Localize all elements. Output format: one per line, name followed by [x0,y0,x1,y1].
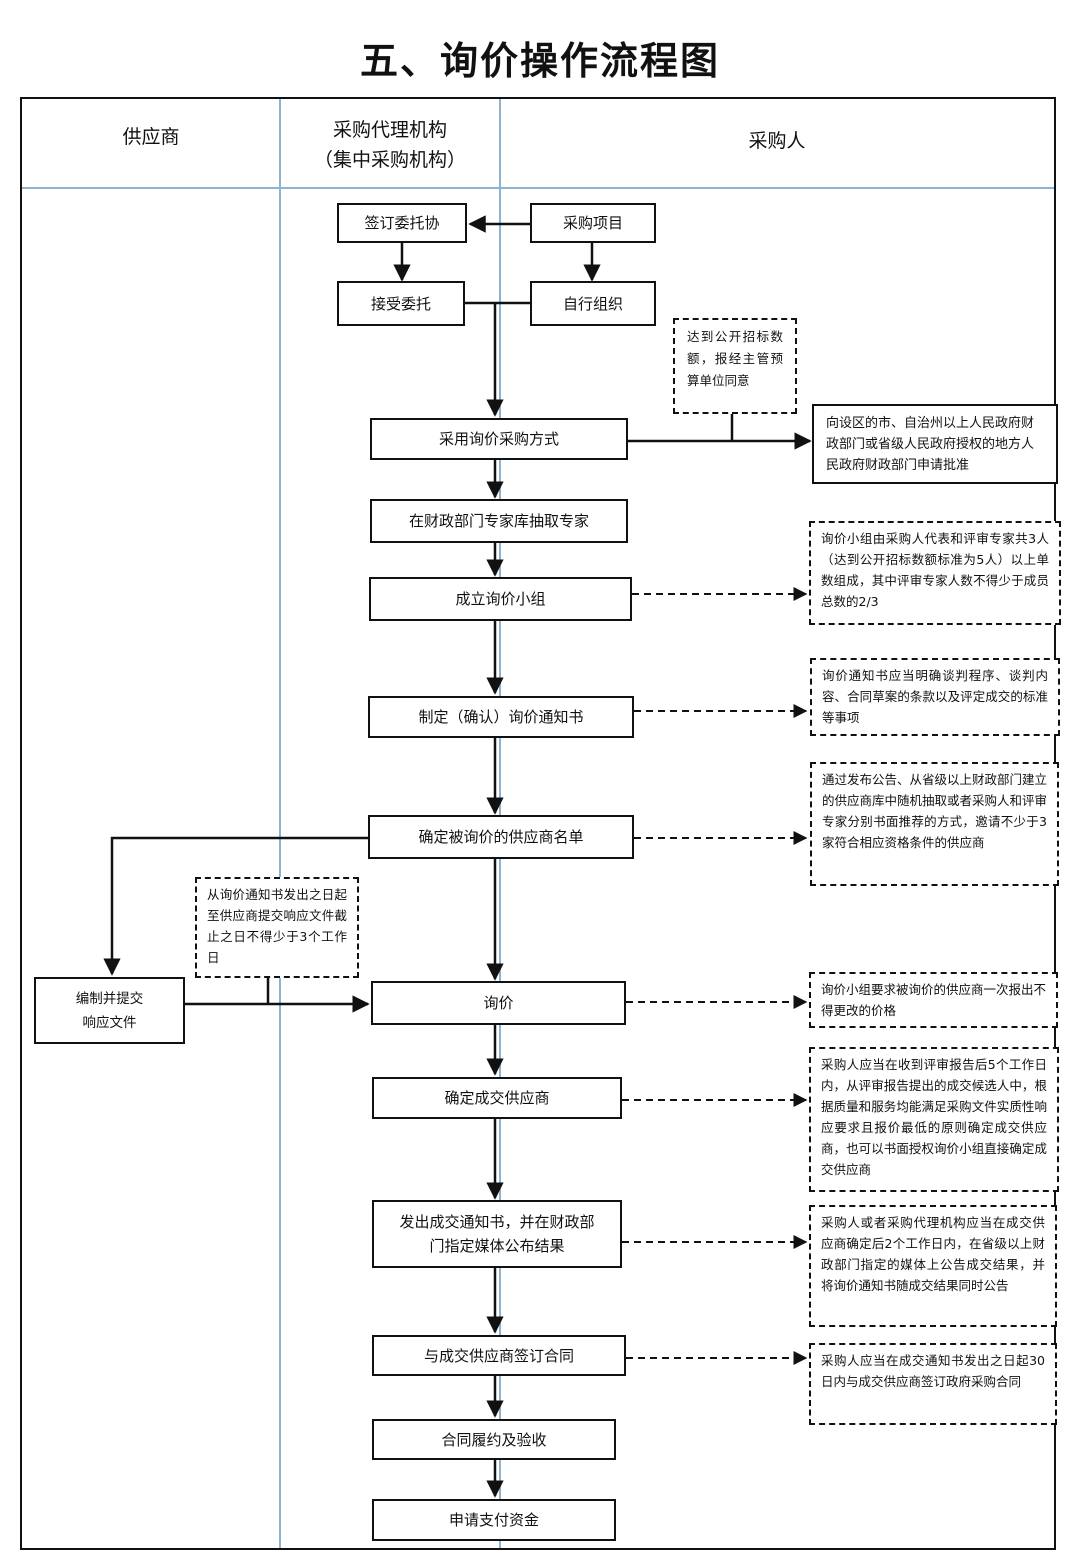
purchase-project-box: 采购项目 [530,203,656,243]
prepare-docs-line1: 编制并提交 [75,990,144,1007]
apply-approval-box: 向设区的市、自治州以上人民政府财政部门或省级人民政府授权的地方人民政府财政部门申… [812,404,1058,484]
confirm-rule-note: 采购人应当在收到评审报告后5个工作日内，从评审报告提出的成交候选人中，根据质量和… [809,1047,1059,1192]
sign-contract-box: 与成交供应商签订合同 [372,1335,626,1376]
lane-header-agency-line1: 采购代理机构 [332,119,447,141]
apply-payment-box: 申请支付资金 [372,1499,616,1541]
form-group-box: 成立询价小组 [369,577,632,621]
confirm-supplier-box: 确定成交供应商 [372,1077,622,1119]
self-organize-box: 自行组织 [530,281,656,326]
issue-notice-line2: 门指定媒体公布结果 [429,1237,565,1255]
lane-header-purchaser: 采购人 [748,130,806,152]
contract-rule-note: 采购人应当在成交通知书发出之日起30日内与成交供应商签订政府采购合同 [809,1343,1057,1425]
supplier-selection-note: 通过发布公告、从省级以上财政部门建立的供应商库中随机抽取或者采购人和评审专家分别… [810,762,1059,886]
make-notice-box: 制定（确认）询价通知书 [368,696,634,738]
one-time-quote-note: 询价小组要求被询价的供应商一次报出不得更改的价格 [809,972,1058,1028]
issue-notice-box: 发出成交通知书，并在财政部 门指定媒体公布结果 [372,1200,622,1268]
prepare-docs-line2: 响应文件 [82,1014,137,1031]
draw-experts-box: 在财政部门专家库抽取专家 [370,499,628,543]
response-period-note: 从询价通知书发出之日起至供应商提交响应文件截止之日不得少于3个工作日 [195,877,359,978]
inquiry-box: 询价 [371,981,626,1025]
sign-entrust-box: 签订委托协 [337,203,467,243]
accept-entrust-box: 接受委托 [337,281,465,326]
issue-notice-line1: 发出成交通知书，并在财政部 [399,1213,595,1231]
group-composition-note: 询价小组由采购人代表和评审专家共3人（达到公开招标数额标准为5人）以上单数组成，… [809,521,1061,625]
lane-header-agency-line2: （集中采购机构） [313,149,466,171]
prepare-docs-box: 编制并提交 响应文件 [34,977,185,1044]
lane-header-agency: 采购代理机构 （集中采购机构） [280,115,500,175]
adopt-inquiry-box: 采用询价采购方式 [370,418,628,460]
page-title: 五、询价操作流程图 [359,39,720,83]
arrow-to-prepare-docs [103,836,368,976]
threshold-note: 达到公开招标数额，报经主管预算单位同意 [673,318,797,414]
notice-content-note: 询价通知书应当明确谈判程序、谈判内容、合同草案的条款以及评定成交的标准等事项 [810,658,1060,736]
confirm-list-box: 确定被询价的供应商名单 [368,815,634,859]
announce-rule-note: 采购人或者采购代理机构应当在成交供应商确定后2个工作日内，在省级以上财政部门指定… [809,1205,1057,1327]
perform-accept-box: 合同履约及验收 [372,1419,616,1460]
lane-header-supplier: 供应商 [122,126,180,148]
